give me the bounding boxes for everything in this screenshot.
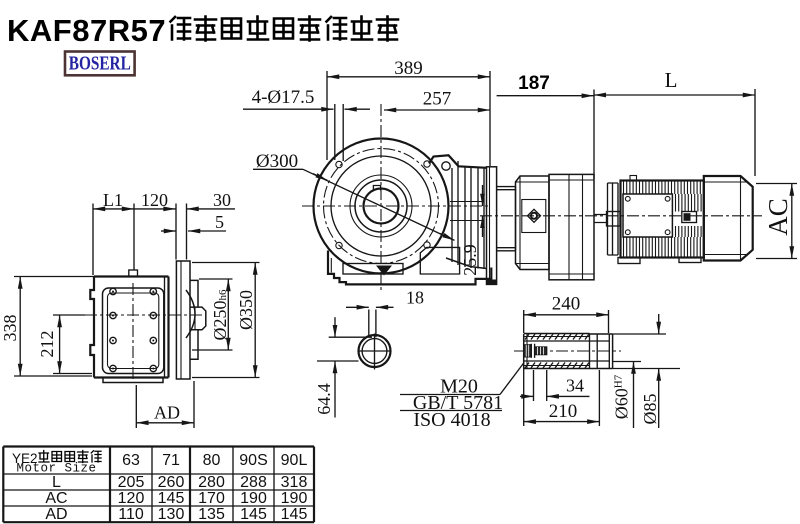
svg-text:AD: AD — [45, 506, 67, 523]
svg-text:318: 318 — [281, 474, 308, 491]
svg-text:ISO 4018: ISO 4018 — [413, 409, 490, 431]
svg-text:145: 145 — [240, 506, 267, 523]
svg-text:120: 120 — [141, 190, 168, 210]
svg-text:Ø350: Ø350 — [236, 290, 256, 330]
svg-text:64.4: 64.4 — [314, 383, 334, 415]
svg-text:210: 210 — [549, 401, 578, 422]
svg-text:KAF87R57: KAF87R57 — [7, 13, 166, 48]
svg-text:AC: AC — [45, 490, 67, 507]
svg-text:Ø250h6: Ø250h6 — [210, 289, 230, 341]
svg-text:90S: 90S — [239, 452, 267, 469]
svg-text:240: 240 — [552, 294, 581, 315]
svg-text:205: 205 — [118, 474, 145, 491]
svg-text:260: 260 — [158, 474, 185, 491]
svg-text:L: L — [52, 474, 61, 491]
svg-text:288: 288 — [240, 474, 267, 491]
svg-text:Ø300: Ø300 — [256, 151, 298, 172]
svg-text:M20: M20 — [440, 376, 478, 398]
svg-text:90L: 90L — [281, 452, 308, 469]
svg-text:5: 5 — [215, 212, 224, 232]
svg-text:187: 187 — [518, 73, 550, 94]
svg-text:71: 71 — [162, 452, 180, 469]
svg-text:L: L — [665, 68, 678, 92]
svg-text:338: 338 — [0, 315, 20, 342]
svg-text:80: 80 — [203, 452, 221, 469]
svg-text:257: 257 — [423, 89, 452, 110]
svg-text:18: 18 — [406, 288, 424, 308]
svg-text:63: 63 — [122, 452, 140, 469]
svg-text:AD: AD — [154, 403, 180, 423]
svg-text:145: 145 — [281, 506, 308, 523]
svg-text:130: 130 — [158, 506, 185, 523]
svg-text:AC: AC — [763, 198, 793, 236]
svg-text:190: 190 — [281, 490, 308, 507]
svg-text:120: 120 — [118, 490, 145, 507]
svg-text:145: 145 — [158, 490, 185, 507]
svg-text:389: 389 — [394, 58, 423, 79]
svg-text:Ø85: Ø85 — [640, 394, 660, 425]
svg-text:30: 30 — [213, 190, 231, 210]
svg-text:BOSERL: BOSERL — [69, 53, 131, 75]
svg-text:L1: L1 — [103, 190, 123, 210]
svg-text:GB/T 5781: GB/T 5781 — [413, 392, 503, 414]
svg-text:34: 34 — [566, 376, 584, 396]
svg-text:190: 190 — [240, 490, 267, 507]
svg-text:135: 135 — [198, 506, 225, 523]
svg-text:Motor Size: Motor Size — [16, 462, 96, 476]
svg-text:YE2: YE2 — [12, 451, 38, 466]
svg-text:110: 110 — [118, 506, 144, 523]
svg-text:280: 280 — [198, 474, 225, 491]
svg-text:25.9: 25.9 — [460, 244, 480, 276]
svg-text:4-Ø17.5: 4-Ø17.5 — [252, 87, 315, 108]
svg-text:212: 212 — [37, 331, 57, 358]
svg-text:170: 170 — [198, 490, 225, 507]
